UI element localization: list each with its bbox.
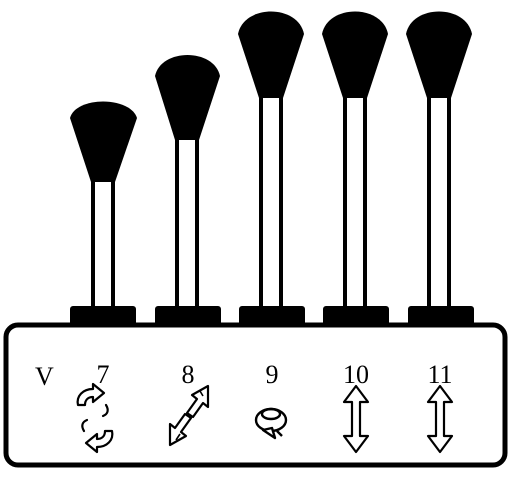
ring-rotate-icon — [254, 407, 288, 440]
lever-8-knob — [155, 55, 220, 140]
diagonal-double-arrow-icon — [168, 384, 210, 447]
lever-10-knob — [322, 11, 388, 98]
lever-7-number: 7 — [97, 360, 110, 389]
lever-10-number: 10 — [343, 360, 369, 389]
lever-11[interactable] — [406, 11, 474, 329]
lever-10-shaft — [343, 94, 367, 310]
lever-11-number: 11 — [427, 360, 452, 389]
lever-9-shaft — [259, 94, 283, 310]
lever-7[interactable] — [70, 101, 137, 329]
rotate-arrows-icon — [76, 382, 114, 454]
lever-8[interactable] — [155, 55, 221, 328]
lever-9-knob — [238, 11, 304, 98]
vertical-double-arrow-icon — [342, 384, 370, 454]
vertical-double-arrow-icon — [426, 384, 454, 454]
lever-10[interactable] — [322, 11, 389, 329]
lever-9[interactable] — [238, 11, 305, 329]
lever-8-number: 8 — [182, 360, 195, 389]
lever-8-shaft — [175, 136, 199, 310]
lever-7-knob — [70, 101, 137, 182]
lever-11-knob — [406, 11, 472, 98]
lever-7-shaft — [91, 178, 115, 310]
lever-9-number: 9 — [266, 360, 279, 389]
console-panel — [3, 322, 508, 468]
lever-11-shaft — [427, 94, 451, 310]
row-label: V — [35, 362, 54, 391]
